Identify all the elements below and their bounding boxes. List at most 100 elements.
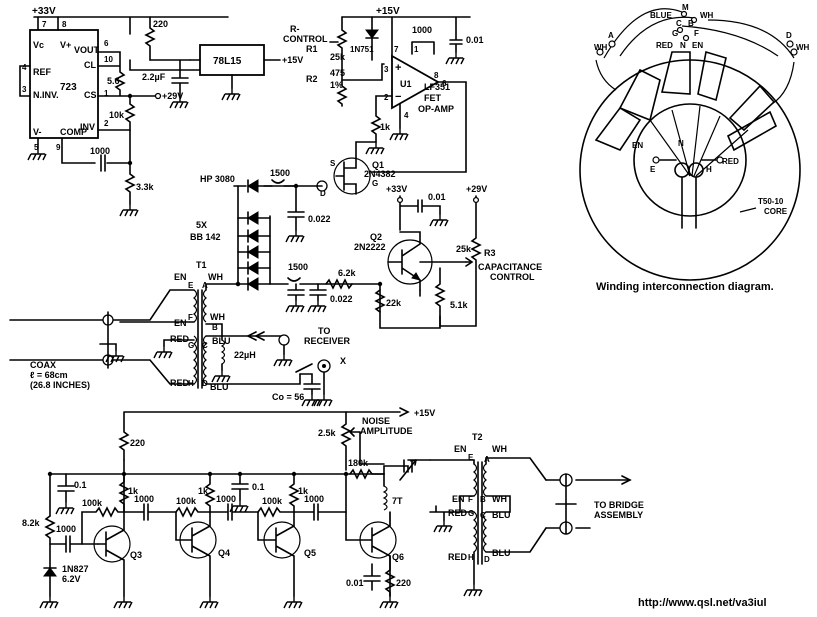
opamp-part-amp: OP-AMP	[418, 104, 454, 114]
ic-723	[29, 29, 99, 139]
pin-3: 3	[384, 65, 389, 74]
winding-top-red: RED	[656, 41, 673, 50]
q6-label: Q6	[392, 552, 404, 562]
opamp-supply-label: +15V	[376, 6, 400, 17]
bank-count: 5X	[196, 220, 207, 230]
r1-label: R1	[306, 44, 318, 54]
winding-caption: Winding interconnection diagram.	[596, 281, 774, 293]
toroid-inner	[633, 103, 747, 217]
t1-tap-blu2: BLU	[210, 382, 229, 392]
noise-ca-value: 0.1	[74, 480, 87, 490]
r2-value: 475	[330, 68, 345, 78]
pin-6: 6	[442, 79, 447, 88]
pin-num-9: 9	[56, 143, 61, 152]
noise-pot-title-1: NOISE	[362, 416, 390, 426]
coax-label-3: (26.8 INCHES)	[30, 380, 90, 390]
reg-out-label: +15V	[282, 55, 303, 65]
footer-url: http://www.qsl.net/va3iul	[638, 597, 767, 609]
toroid-windings	[594, 50, 778, 152]
to-receiver-1: TO	[318, 326, 330, 336]
core-label-2: CORE	[764, 207, 788, 216]
t1-tap-blu1: BLU	[212, 336, 231, 346]
pin-num-5: 5	[34, 143, 39, 152]
t2-tap-d: D	[484, 555, 490, 564]
t1-tap-wh1: WH	[208, 272, 223, 282]
t2-tap-en1: EN	[454, 444, 467, 454]
r-bottom-value: 3.3k	[136, 182, 155, 192]
t2-section: T2 EN E EN F RED G RED H WH A WH B BLU C…	[429, 432, 644, 597]
noise-cin-value: 1000	[56, 524, 76, 534]
supply-33v-label: +33V	[32, 6, 56, 17]
q3-transistor	[93, 525, 131, 563]
coax-label-1: COAX	[30, 360, 56, 370]
q6-re-value: 220	[396, 578, 411, 588]
q6-rfb-value: 180k	[348, 458, 369, 468]
q5-label: Q5	[304, 548, 316, 558]
winding-side-d: D	[786, 31, 792, 40]
t1-tap-a: A	[202, 281, 208, 290]
winding-label-e: E	[650, 165, 656, 174]
q2-r3-label: R3	[484, 248, 496, 258]
t2-tap-blu1: BLU	[492, 510, 511, 520]
t2-label: T2	[472, 432, 483, 442]
q4-rfb-value: 100k	[176, 496, 197, 506]
pin-num-6: 6	[104, 39, 109, 48]
opamp-plus: +	[395, 62, 401, 74]
winding-top-wh: WH	[700, 11, 714, 20]
pin-2: 2	[384, 93, 389, 102]
q2-rbase-value: 5.1k	[450, 300, 469, 310]
t1-label: T1	[196, 260, 207, 270]
inductor-value: 22µH	[234, 350, 256, 360]
c4-value: 0.022	[330, 294, 353, 304]
pin-num-10: 10	[104, 55, 113, 64]
winding-side-wh2: WH	[796, 43, 810, 52]
t1-tap-g: G	[188, 341, 194, 350]
rcontrol-title: R-	[290, 24, 300, 34]
noise-zener-v: 6.2V	[62, 574, 81, 584]
c-comp-value: 1000	[90, 146, 110, 156]
out-29v-label: +29V	[162, 91, 183, 101]
q2-r3-title-2: CONTROL	[490, 272, 535, 282]
t1-tap-red1: RED	[170, 334, 190, 344]
rcontrol-title-2: CONTROL	[283, 34, 328, 44]
winding-diagram: EN N E H RED BLUE M WH C B G F RED N EN …	[579, 3, 810, 293]
pin-8: 8	[434, 71, 439, 80]
pin-num-8: 8	[62, 20, 67, 29]
r-bias-value: 6.2k	[338, 268, 357, 278]
q6-tune-label: 7T	[392, 496, 403, 506]
winding-label-red: RED	[722, 157, 739, 166]
t1-tap-e: E	[188, 281, 194, 290]
t2-tap-f: F	[468, 495, 473, 504]
winding-top-f: F	[694, 29, 699, 38]
q5-rfb-value: 100k	[262, 496, 283, 506]
opamp-minus: −	[395, 91, 401, 103]
q2-label: Q2	[370, 232, 382, 242]
q1-pin-d: D	[320, 189, 326, 198]
q2-r3-value: 25k	[456, 244, 472, 254]
coax-label-2: ℓ = 68cm	[30, 370, 68, 380]
winding-top-c: C	[676, 19, 682, 28]
pin-vc: Vc	[33, 40, 44, 50]
opamp-part: LF351	[424, 82, 450, 92]
q4-rc-value: 1k	[198, 486, 209, 496]
bank-part: BB 142	[190, 232, 221, 242]
winding-side-a: A	[608, 31, 614, 40]
pin-vminus: V-	[33, 127, 42, 137]
q6-ce-value: 0.01	[346, 578, 364, 588]
pin-vplus: V+	[60, 40, 71, 50]
t2-tap-blu2: BLU	[492, 548, 511, 558]
ic-723-name: 723	[60, 82, 77, 93]
pin-num-4: 4	[22, 63, 27, 72]
zener-label: 1N751	[350, 45, 374, 54]
t2-tap-red2: RED	[448, 552, 468, 562]
winding-label-n: N	[678, 139, 684, 148]
t2-tap-wh2: WH	[492, 494, 507, 504]
opamp-u1-name: U1	[400, 79, 412, 89]
pin-cs: CS	[84, 90, 97, 100]
q2-supply2-label: +29V	[466, 184, 487, 194]
r1-value: 25k	[330, 52, 346, 62]
regulator-section: +33V 723 Vc V+ VOUT CL CS INV REF N.INV.…	[19, 6, 303, 217]
varactor-diodes	[237, 211, 271, 291]
t2-tap-e: E	[468, 453, 474, 462]
opamp-part-fet: FET	[424, 93, 442, 103]
